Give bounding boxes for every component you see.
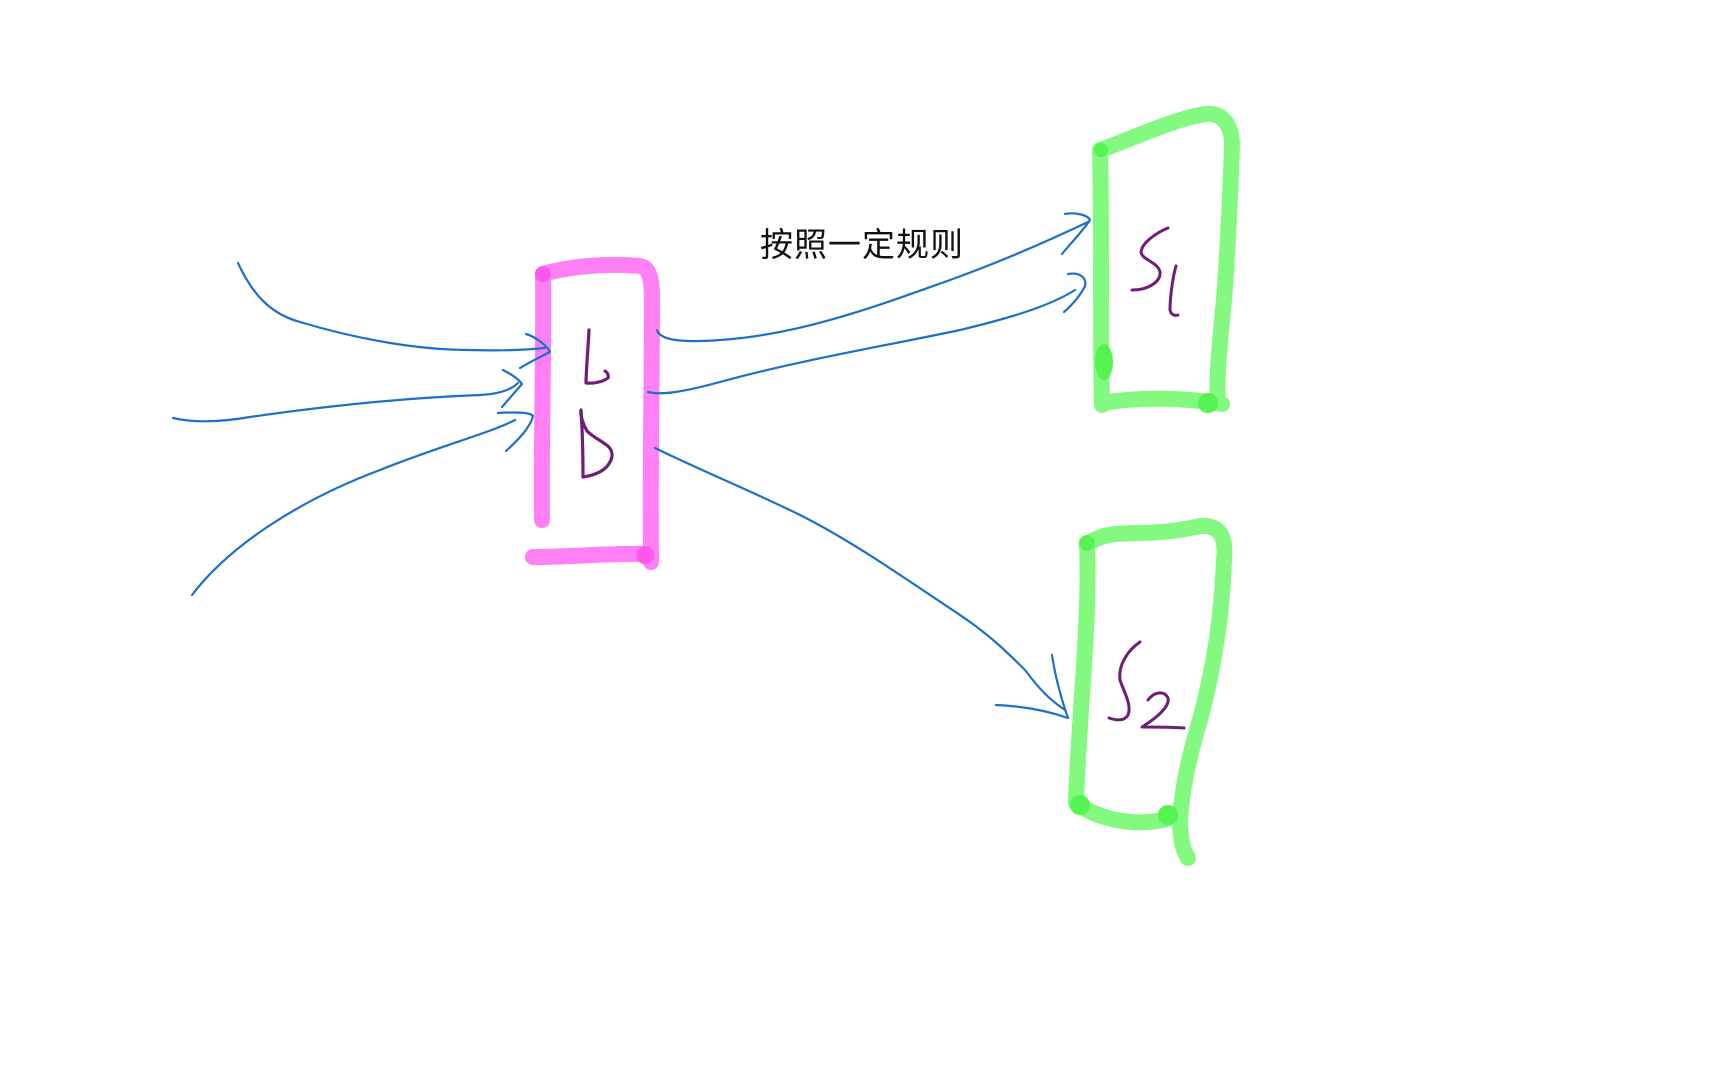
server-2-label [1107, 640, 1186, 730]
s2-right-edge [1079, 517, 1233, 866]
server-1-label [1130, 226, 1180, 317]
server-1-box [1092, 105, 1240, 413]
letter-S [1107, 640, 1142, 722]
incoming-arrow-3 [190, 411, 535, 597]
routing-rule-caption: 按照一定规则 [760, 225, 964, 264]
incoming-arrow-1 [236, 261, 552, 370]
letter-S [1130, 226, 1170, 292]
outgoing-arrow-to-s1-upper [655, 212, 1092, 343]
lb-left-edge [533, 267, 552, 528]
subscript-1 [1168, 264, 1180, 317]
s1-top-right-edge [1092, 105, 1240, 411]
outgoing-arrows [646, 212, 1092, 720]
server-2-box [1068, 517, 1233, 866]
letter-L [584, 328, 610, 385]
lb-top-right-edge [535, 256, 660, 570]
lb-label [579, 328, 614, 479]
incoming-arrows [171, 261, 552, 597]
incoming-arrow-2 [171, 368, 524, 423]
s2-left-edge [1068, 537, 1096, 808]
outgoing-arrow-to-s1-lower [646, 272, 1087, 395]
subscript-2 [1140, 691, 1186, 730]
lb-bottom-edge [525, 545, 658, 565]
outgoing-arrow-to-s2 [653, 446, 1070, 720]
load-balancer-box [525, 256, 660, 570]
letter-B [579, 408, 614, 479]
